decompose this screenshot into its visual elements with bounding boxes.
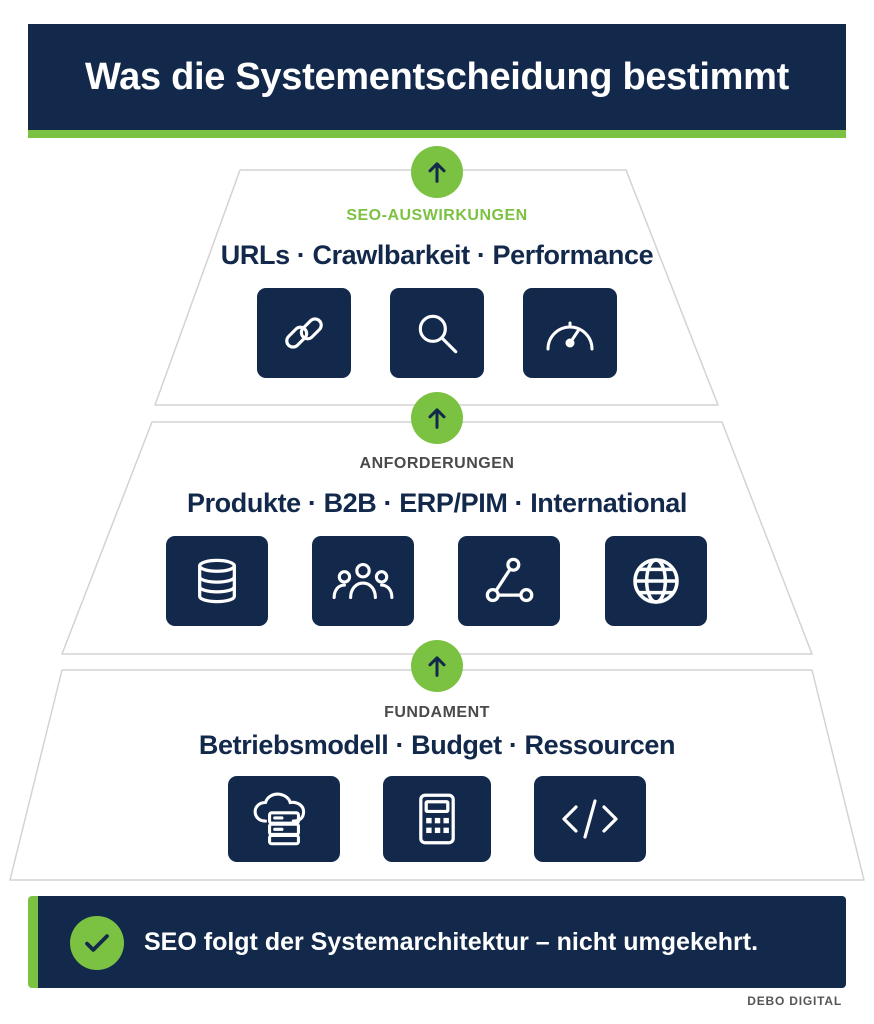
- arrow-up-icon: [411, 146, 463, 198]
- magnifier-icon: [390, 288, 484, 378]
- arrow-up-icon: [411, 640, 463, 692]
- tier-foundation-items: Betriebsmodell · Budget · Ressourcen: [198, 730, 676, 760]
- speedometer-icon: [523, 288, 617, 378]
- tier-foundation-shape: [9, 669, 865, 881]
- checkmark-icon: [70, 916, 124, 970]
- code-icon: [534, 776, 646, 862]
- calculator-icon: [383, 776, 491, 862]
- users-group-icon: [312, 536, 414, 626]
- globe-icon: [605, 536, 707, 626]
- page-title: Was die Systementscheidung bestimmt: [85, 55, 789, 98]
- tier-requirements-label: ANFORDERUNGEN: [359, 455, 515, 472]
- conclusion-banner: SEO folgt der Systemarchitektur – nicht …: [28, 896, 846, 988]
- tier-foundation-label: FUNDAMENT: [384, 704, 490, 721]
- cloud-server-icon: [228, 776, 340, 862]
- tier-seo-items: URLs · Crawlbarkeit · Performance: [220, 240, 654, 270]
- tier-seo-label: SEO-AUSWIRKUNGEN: [346, 207, 528, 224]
- link-icon: [257, 288, 351, 378]
- arrow-up-icon: [411, 392, 463, 444]
- brand-label: DEBO DIGITAL: [747, 994, 842, 1008]
- conclusion-text: SEO folgt der Systemarchitektur – nicht …: [144, 928, 759, 956]
- database-icon: [166, 536, 268, 626]
- tier-requirements-items: Produkte · B2B · ERP/PIM · International: [186, 488, 688, 518]
- title-banner: Was die Systementscheidung bestimmt: [28, 24, 846, 138]
- connection-nodes-icon: [458, 536, 560, 626]
